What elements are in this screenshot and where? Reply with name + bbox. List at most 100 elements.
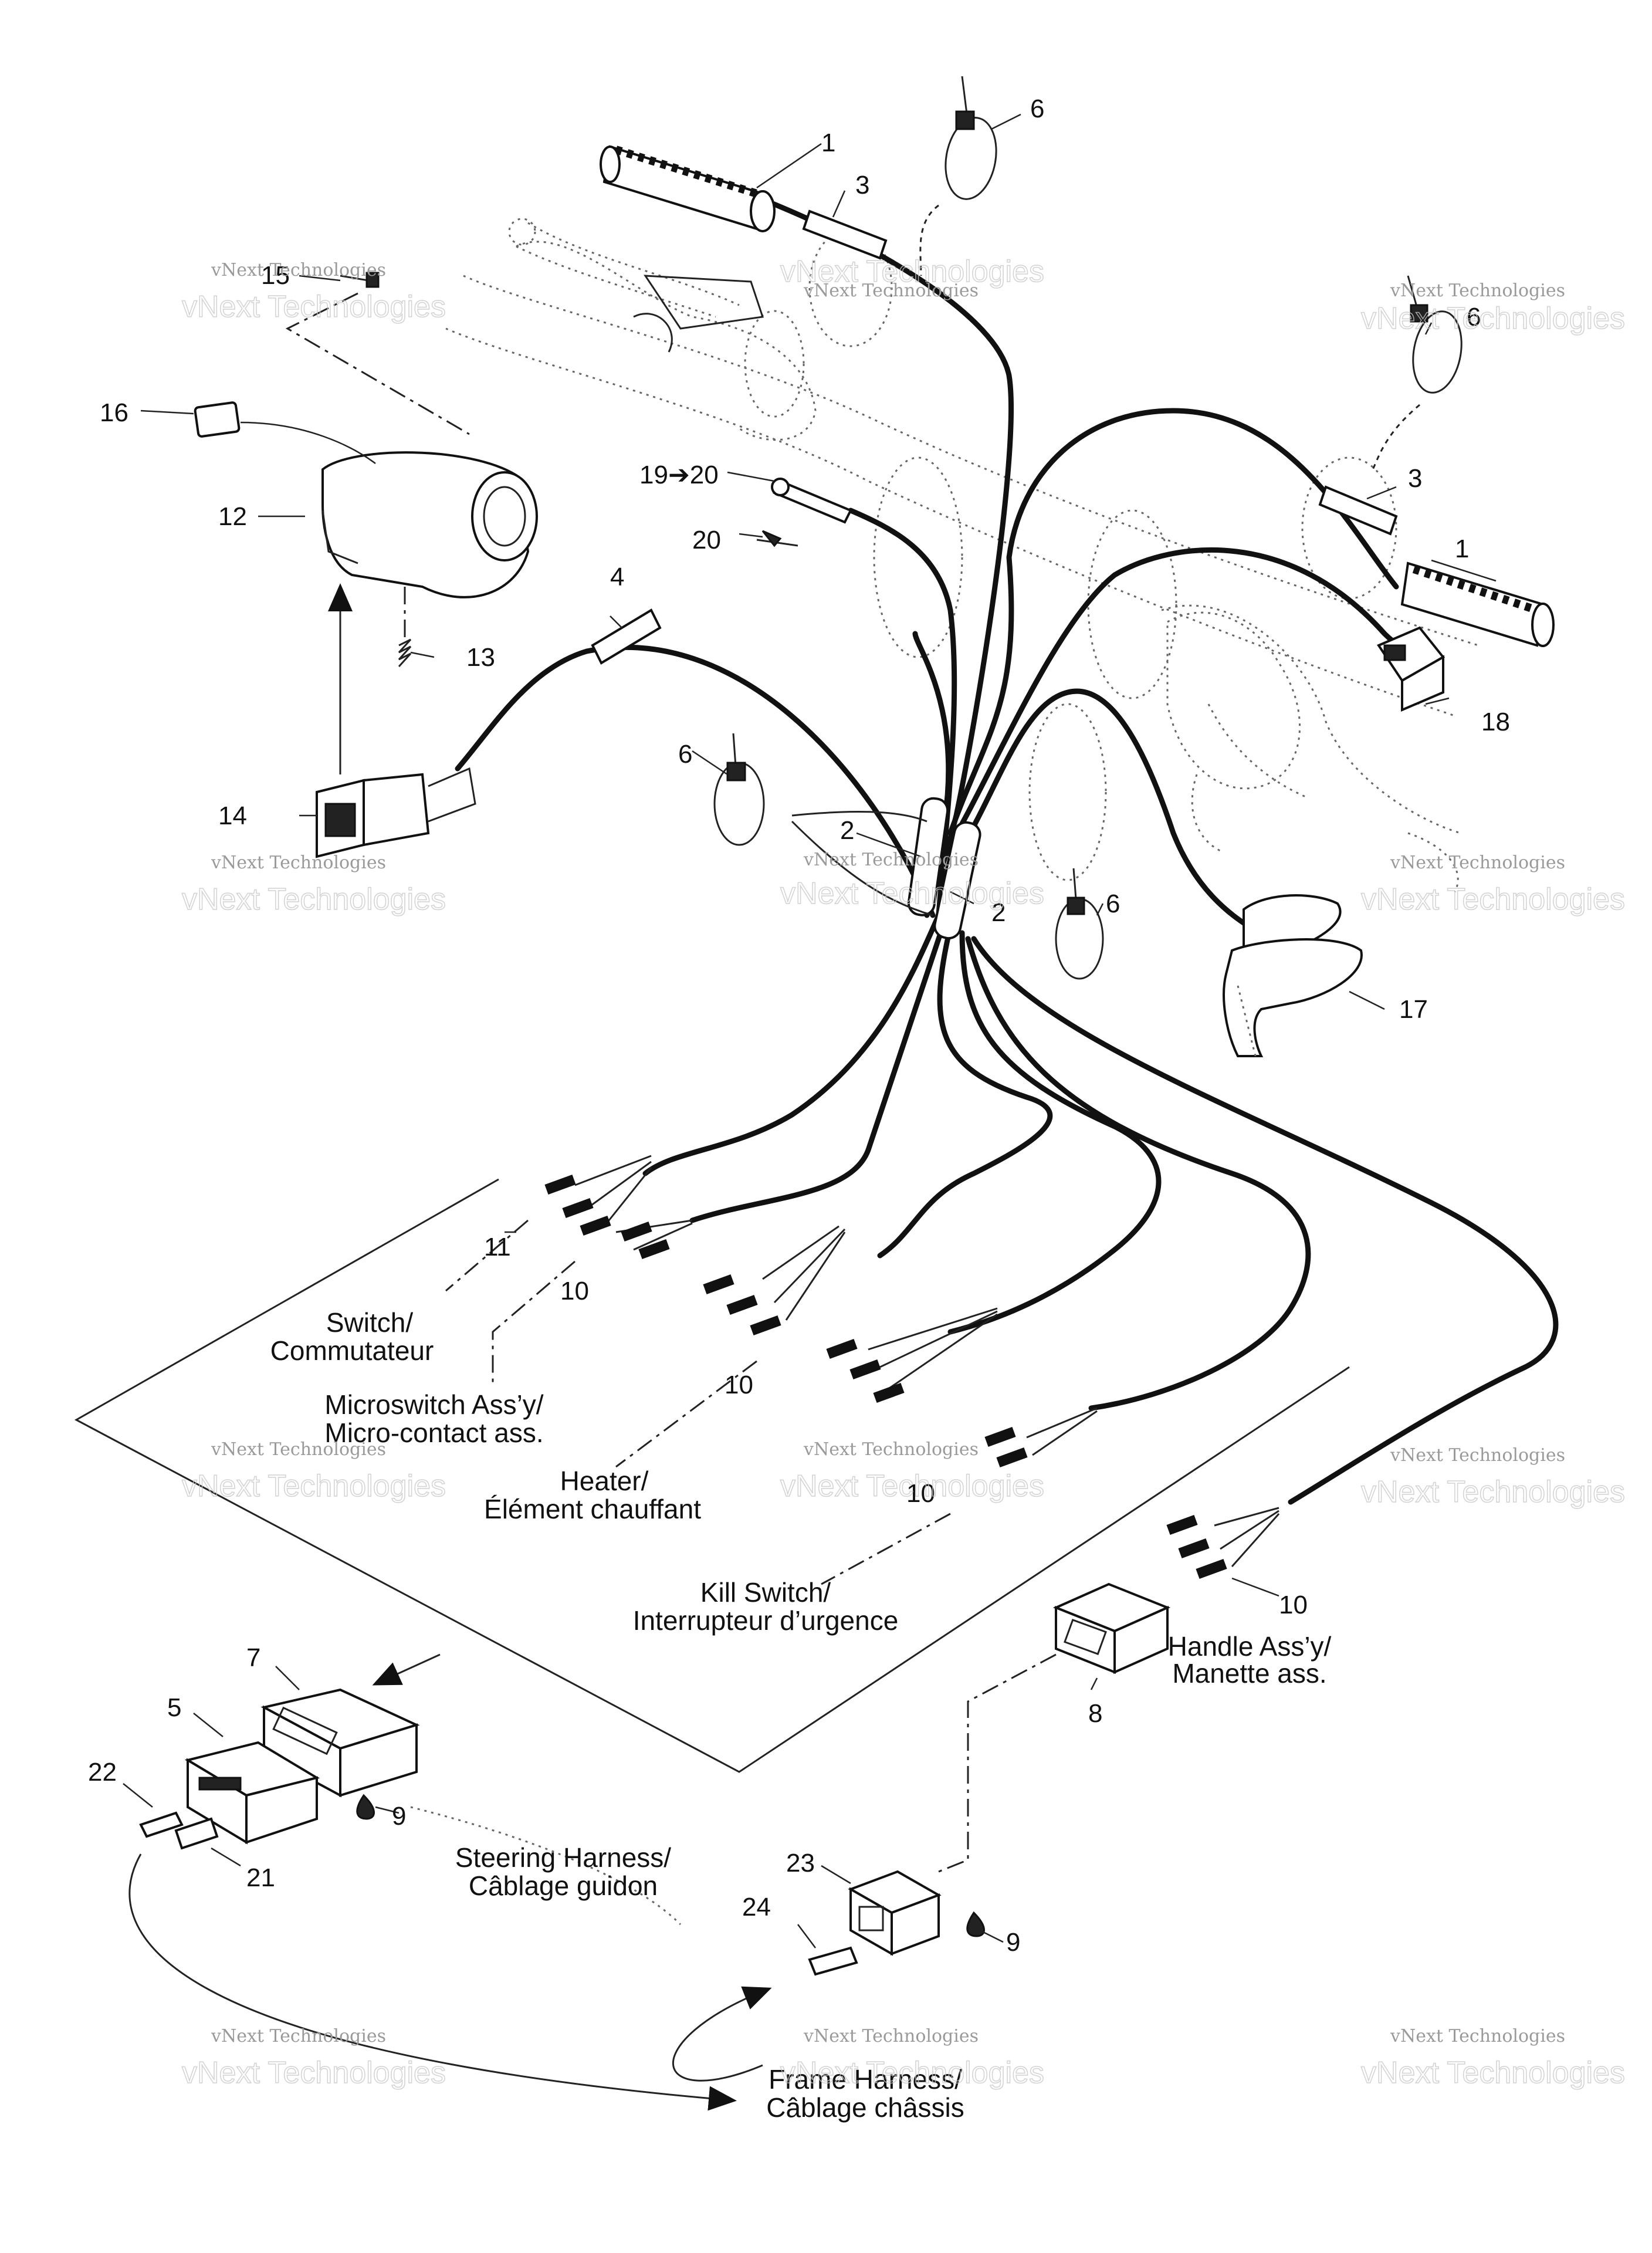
throttle-housing [1166,611,1301,852]
callout-10-c: 10 [906,1479,935,1508]
svg-text:vNext Technologies: vNext Technologies [780,1469,1044,1503]
svg-text:vNext Technologies: vNext Technologies [803,850,979,870]
brake-lever [508,218,764,353]
callout-19-20: 19➔20 [639,461,719,489]
caption-kill-switch-fr: Interrupteur d’urgence [633,1605,899,1636]
caption-microswitch-fr: Micro-contact ass. [324,1418,543,1448]
callout-6-center: 6 [1106,889,1120,918]
caption-frame-fr: Câblage châssis [766,2092,964,2123]
assembly-line [938,1653,1057,1873]
svg-text:vNext Technologies: vNext Technologies [1361,302,1625,336]
svg-text:vNext Technologies: vNext Technologies [1390,1445,1565,1466]
callout-6-top: 6 [1030,94,1044,123]
cable-tie-icon [919,76,997,276]
callout-2-b: 2 [991,898,1006,927]
wire-terminals [544,1155,1280,1579]
frame-harness-arrow [128,1853,737,2111]
callout-10-b: 10 [725,1371,753,1399]
connector-housing-icon [184,1741,320,1845]
captions: Switch/ Commutateur Microswitch Ass’y/ M… [270,1307,1332,2123]
callout-9-left: 9 [392,1802,406,1831]
svg-text:vNext Technologies: vNext Technologies [211,1439,386,1460]
svg-text:vNext Technologies: vNext Technologies [211,853,386,873]
harness-pointer [410,1806,682,1926]
callout-2-a: 2 [840,816,854,845]
caption-handle-en: Handle Ass’y/ [1168,1631,1332,1662]
caption-frame-en: Frame Harness/ [769,2064,962,2095]
decal [194,401,241,438]
watermark: vNext Technologies vNext Technologies [1360,853,1625,917]
callout-10-d: 10 [1279,1591,1308,1619]
svg-text:vNext Technologies: vNext Technologies [803,1439,979,1460]
connector-housing-icon [260,1688,420,1798]
grip-heater-icon [600,145,776,232]
caption-leaders [445,1219,951,1585]
svg-text:vNext Technologies: vNext Technologies [803,280,979,301]
callout-18: 18 [1481,708,1510,736]
svg-text:vNext Technologies: vNext Technologies [1361,2056,1625,2090]
caption-handle-fr: Manette ass. [1172,1658,1326,1689]
svg-text:vNext Technologies: vNext Technologies [182,290,446,324]
connector-housing-icon [1377,626,1446,712]
callout-6-left: 6 [678,740,692,769]
svg-text:vNext Technologies: vNext Technologies [211,2026,386,2046]
callout-15: 15 [261,261,290,290]
sealant-drop [356,1794,375,1820]
assembly-arrow [372,1653,441,1686]
throttle-lever-icon [1223,894,1363,1057]
svg-text:vNext Technologies: vNext Technologies [1361,1475,1625,1509]
caption-switch-en: Switch/ [326,1307,413,1338]
grip-heater-icon [1400,561,1555,647]
svg-text:vNext Technologies: vNext Technologies [182,1469,446,1503]
sleeve-tube [591,608,662,665]
svg-text:vNext Technologies: vNext Technologies [1390,280,1565,301]
callout-1-right: 1 [1455,535,1469,563]
callout-1-left: 1 [821,128,835,157]
watermark: vNext Technologies vNext Technologies [1360,2026,1625,2090]
callout-numbers: 1 1 2 2 3 3 4 5 6 6 6 6 7 8 9 9 10 10 10… [88,94,1510,1957]
sealant-drop [966,1911,985,1937]
callout-11: 11 [484,1233,511,1261]
decal-pointer [240,421,376,465]
callout-leaders [123,113,1497,1948]
watermark: vNext Technologies vNext Technologies [780,1439,1044,1504]
callout-13: 13 [466,643,495,672]
watermark: vNext Technologies vNext Technologies [181,1439,446,1504]
adhesive-tube [802,209,1398,536]
harness-outline [74,1178,1350,1773]
caption-switch-fr: Commutateur [270,1335,434,1366]
watermark: vNext Technologies vNext Technologies [780,850,1044,911]
connector-housing-icon [848,1870,942,1956]
callout-4: 4 [610,563,624,591]
callout-14: 14 [218,801,247,830]
caption-steering-fr: Câblage guidon [469,1870,658,1901]
callout-20: 20 [692,526,721,554]
caption-microswitch-en: Microswitch Ass’y/ [324,1389,543,1420]
svg-text:vNext Technologies: vNext Technologies [1390,853,1565,873]
callout-9-right: 9 [1006,1928,1020,1957]
callout-5: 5 [167,1693,181,1722]
assembly-line [285,292,470,435]
svg-text:vNext Technologies: vNext Technologies [780,877,1044,911]
cable-tie-icon [1055,868,1104,980]
callout-7: 7 [246,1643,260,1672]
callout-17: 17 [1399,995,1428,1024]
caption-heater-en: Heater/ [560,1466,649,1496]
caption-heater-fr: Élément chauffant [484,1494,701,1524]
callout-21: 21 [246,1863,275,1892]
screw [340,272,380,288]
svg-text:vNext Technologies: vNext Technologies [1390,2026,1565,2046]
terminal-pin [139,1811,219,1850]
callout-12: 12 [218,502,247,531]
svg-text:vNext Technologies: vNext Technologies [1361,882,1625,916]
callout-23: 23 [786,1849,815,1877]
callout-24: 24 [742,1893,771,1922]
toggle-switch-icon [316,767,476,858]
